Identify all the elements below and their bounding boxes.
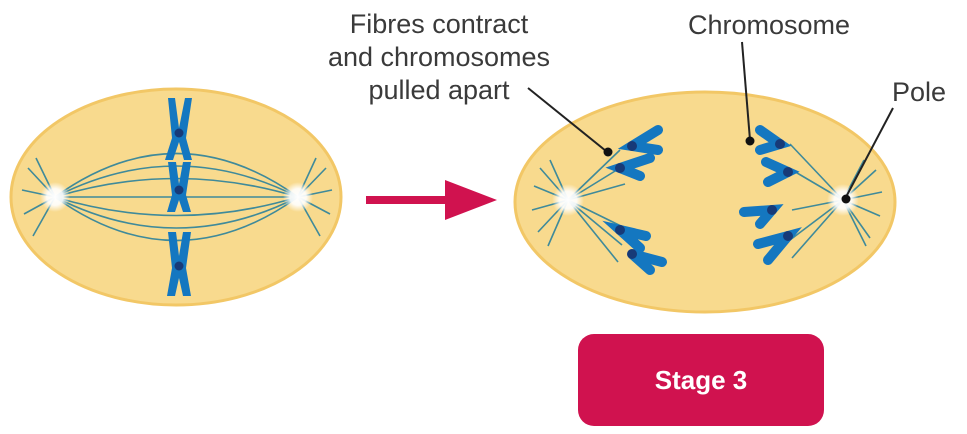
pointer-dot-chromosome xyxy=(746,137,755,146)
label-pole: Pole xyxy=(892,76,946,109)
pointer-dot-pole xyxy=(842,195,851,204)
process-arrow-icon xyxy=(366,180,497,220)
label-chromosome: Chromosome xyxy=(688,9,850,42)
label-fibres-contract: Fibres contract and chromosomes pulled a… xyxy=(282,8,596,107)
cell-right-icon xyxy=(515,92,895,312)
pointer-dot-fibres xyxy=(604,148,613,157)
stage-badge: Stage 3 xyxy=(578,334,824,426)
label-fibres-line1: Fibres contract xyxy=(282,8,596,41)
label-fibres-line2: and chromosomes xyxy=(282,41,596,74)
stage-badge-text: Stage 3 xyxy=(655,365,748,396)
cell-left-icon xyxy=(11,89,341,305)
label-fibres-line3: pulled apart xyxy=(282,74,596,107)
